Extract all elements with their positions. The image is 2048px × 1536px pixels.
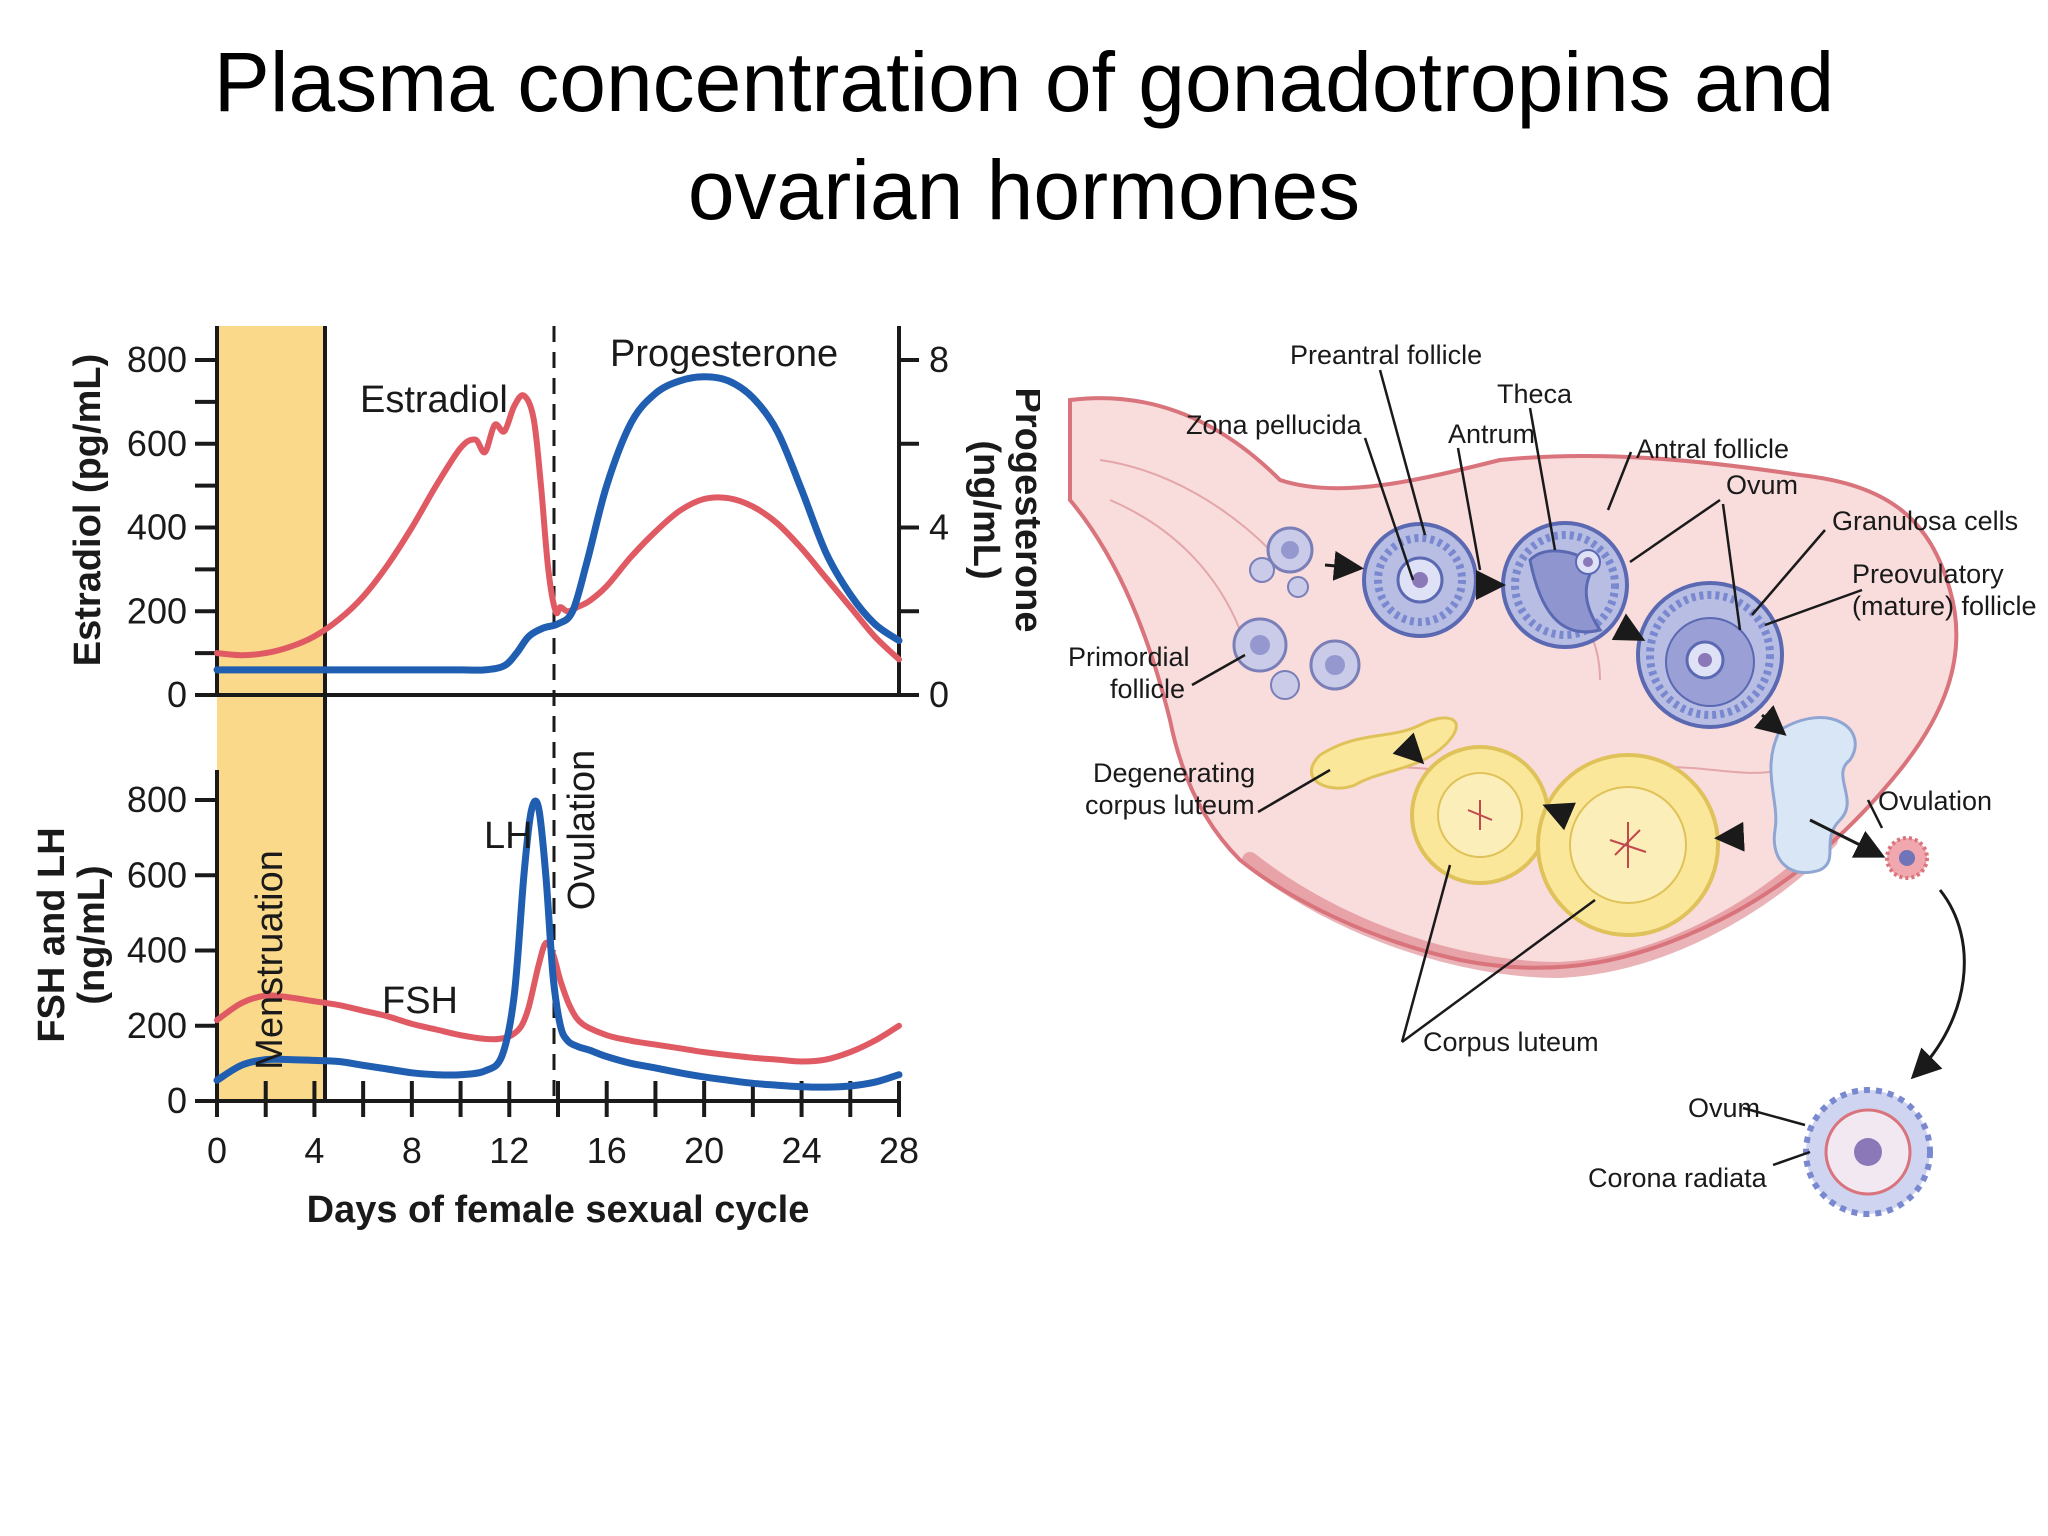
primordial-follicles bbox=[1232, 526, 1361, 700]
x-axis-ticks: 0 4 8 12 16 20 24 28 bbox=[207, 1081, 919, 1171]
hormone-chart: 0 200 400 600 800 0 4 8 0 200 400 600 800 0 4 8 12 16 2… bbox=[31, 326, 1040, 1231]
ovulation-label: Ovulation bbox=[561, 750, 603, 911]
x-tick-label: 12 bbox=[489, 1130, 529, 1171]
leader-lines bbox=[1191, 369, 1884, 1167]
progesterone-label: Progesterone bbox=[610, 333, 838, 375]
bottom-left-ticks: 0 200 400 600 800 bbox=[127, 779, 217, 1121]
progesterone-axis-title-1: Progesterone bbox=[1007, 388, 1040, 633]
label-corpus-luteum: Corpus luteum bbox=[1423, 1027, 1599, 1057]
fsh-lh-axis-title-2: (ng/mL) bbox=[71, 865, 113, 1004]
x-tick-label: 4 bbox=[304, 1130, 324, 1171]
fsh-label: FSH bbox=[382, 980, 458, 1022]
menstruation-band bbox=[217, 326, 325, 1101]
progesterone-axis-title-2: (ng/mL) bbox=[965, 440, 1007, 579]
ruptured-follicle bbox=[1769, 716, 1857, 875]
y-tick-label: 0 bbox=[167, 674, 187, 715]
lh-curve bbox=[213, 797, 903, 1091]
label-antrum: Antrum bbox=[1448, 419, 1535, 449]
x-axis-title: Days of female sexual cycle bbox=[307, 1189, 810, 1231]
x-tick-label: 28 bbox=[879, 1130, 919, 1171]
preovulatory-follicle bbox=[1636, 581, 1784, 729]
y-tick-label: 600 bbox=[127, 423, 187, 464]
top-right-ticks: 0 4 8 bbox=[899, 339, 949, 715]
y-tick-label: 200 bbox=[127, 1005, 187, 1046]
label-degenerating-1: Degenerating bbox=[1093, 758, 1255, 788]
top-left-ticks: 0 200 400 600 800 bbox=[127, 339, 217, 715]
y-tick-label: 200 bbox=[127, 590, 187, 631]
progesterone-curve bbox=[213, 373, 903, 674]
label-zona-pellucida: Zona pellucida bbox=[1186, 410, 1363, 440]
slide-title: Plasma concentration of gonadotropins an… bbox=[0, 28, 2048, 244]
preantral-follicle bbox=[1362, 522, 1478, 638]
title-line-1: Plasma concentration of gonadotropins an… bbox=[213, 35, 1835, 129]
lh-label: LH bbox=[484, 815, 533, 857]
y2-tick-label: 0 bbox=[929, 674, 949, 715]
x-tick-label: 0 bbox=[207, 1130, 227, 1171]
label-theca: Theca bbox=[1497, 379, 1573, 409]
ovary-diagram: Preantral follicle Theca Zona pellucida … bbox=[1068, 340, 2037, 1217]
estradiol-label: Estradiol bbox=[360, 379, 508, 421]
progression-arrows bbox=[1324, 550, 1966, 1080]
label-preantral-follicle: Preantral follicle bbox=[1290, 340, 1482, 370]
label-preovulatory-1: Preovulatory bbox=[1852, 559, 2004, 589]
x-tick-label: 24 bbox=[782, 1130, 822, 1171]
label-ovulation: Ovulation bbox=[1878, 786, 1992, 816]
x-tick-label: 20 bbox=[684, 1130, 724, 1171]
x-tick-label: 16 bbox=[587, 1130, 627, 1171]
estradiol-axis-title: Estradiol (pg/mL) bbox=[67, 354, 109, 666]
corpus-luteum-small bbox=[1410, 745, 1550, 885]
y-tick-label: 0 bbox=[167, 1080, 187, 1121]
y-tick-label: 400 bbox=[127, 930, 187, 971]
label-ovum-bottom: Ovum bbox=[1688, 1093, 1760, 1123]
y-tick-label: 600 bbox=[127, 854, 187, 895]
ovum-corona-radiata bbox=[1803, 1087, 1933, 1217]
y-tick-label: 800 bbox=[127, 339, 187, 380]
ovary-outer-wall bbox=[1068, 396, 1959, 970]
ovary-medulla bbox=[1242, 832, 1838, 979]
title-line-2: ovarian hormones bbox=[687, 143, 1361, 237]
ovary-body bbox=[1068, 396, 1959, 979]
fsh-curve bbox=[214, 939, 902, 1065]
estradiol-curve bbox=[214, 392, 902, 663]
fsh-lh-axis-title-1: FSH and LH bbox=[31, 827, 73, 1042]
y2-tick-label: 8 bbox=[929, 339, 949, 380]
label-primordial-1: Primordial bbox=[1068, 642, 1190, 672]
y-tick-label: 800 bbox=[127, 779, 187, 820]
label-antral-follicle: Antral follicle bbox=[1636, 434, 1789, 464]
label-primordial-2: follicle bbox=[1110, 674, 1185, 704]
antral-follicle bbox=[1501, 521, 1629, 649]
menstruation-label: Menstruation bbox=[249, 850, 291, 1070]
corpus-luteum-large bbox=[1536, 753, 1720, 937]
label-corona-radiata: Corona radiata bbox=[1588, 1163, 1768, 1193]
label-granulosa-cells: Granulosa cells bbox=[1832, 506, 2018, 536]
label-preovulatory-2: (mature) follicle bbox=[1852, 591, 2037, 621]
label-ovum-top: Ovum bbox=[1726, 470, 1798, 500]
released-ovum bbox=[1885, 836, 1929, 880]
y-tick-label: 400 bbox=[127, 507, 187, 548]
x-tick-label: 8 bbox=[402, 1130, 422, 1171]
y2-tick-label: 4 bbox=[929, 507, 949, 548]
label-degenerating-2: corpus luteum bbox=[1085, 790, 1255, 820]
